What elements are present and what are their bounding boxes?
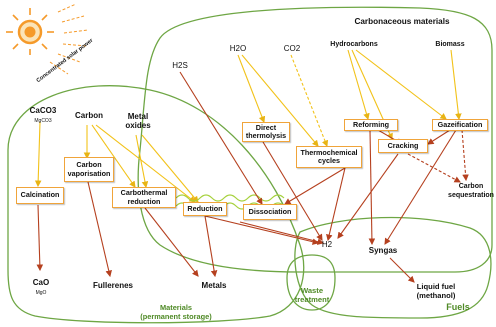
biomass-label: Biomass <box>435 41 465 48</box>
metals-label: Metals <box>201 281 227 290</box>
h2s-label: H2S <box>172 61 188 70</box>
fullerenes-label: Fullerenes <box>92 281 133 290</box>
carbonaceous-label: Carbonaceous materials <box>354 17 450 26</box>
calcination-box: Calcination <box>16 187 64 204</box>
fuels-label: Fuels <box>446 302 470 312</box>
thermochemical-cycles-box: Thermochemical cycles <box>296 146 362 168</box>
product-arrows <box>36 71 469 283</box>
carbon-vaporisation-box: Carbon vaporisation <box>64 157 114 182</box>
h2-label: H2 <box>321 240 333 249</box>
dissociation-box: Dissociation <box>243 204 297 220</box>
liquid-fuel-label: Liquid fuel (methanol) <box>416 282 456 300</box>
carbon-label: Carbon <box>75 111 103 120</box>
carbon-sequestration-label: Carbon sequestration <box>448 183 494 199</box>
materials-region <box>7 85 305 324</box>
hydrocarbons-label: Hydrocarbons <box>330 41 378 48</box>
co2-label: CO2 <box>283 44 301 53</box>
direct-thermolysis-box: Direct thermolysis <box>242 122 290 142</box>
waste-region <box>286 254 336 311</box>
waste-label: Waste treatment <box>294 286 330 304</box>
gazeification-box: Gazeification <box>432 119 488 131</box>
caco3-label: CaCO3 MgCO3 <box>29 106 57 124</box>
metal-oxides-label: Metal oxides <box>125 112 151 130</box>
reforming-box: Reforming <box>344 119 398 131</box>
syngas-label: Syngas <box>368 246 398 255</box>
materials-label: Materials (permanent storage) <box>140 303 212 321</box>
cao-label: CaO MgO <box>32 278 50 296</box>
fuels-region <box>294 216 492 319</box>
carbothermal-reduction-box: Carbothermal reduction <box>112 187 176 208</box>
sun-rays <box>49 3 89 75</box>
reduction-box: Reduction <box>183 202 227 216</box>
h2o-label: H2O <box>229 44 247 53</box>
sun-icon <box>6 8 54 55</box>
cracking-box: Cracking <box>378 139 428 153</box>
